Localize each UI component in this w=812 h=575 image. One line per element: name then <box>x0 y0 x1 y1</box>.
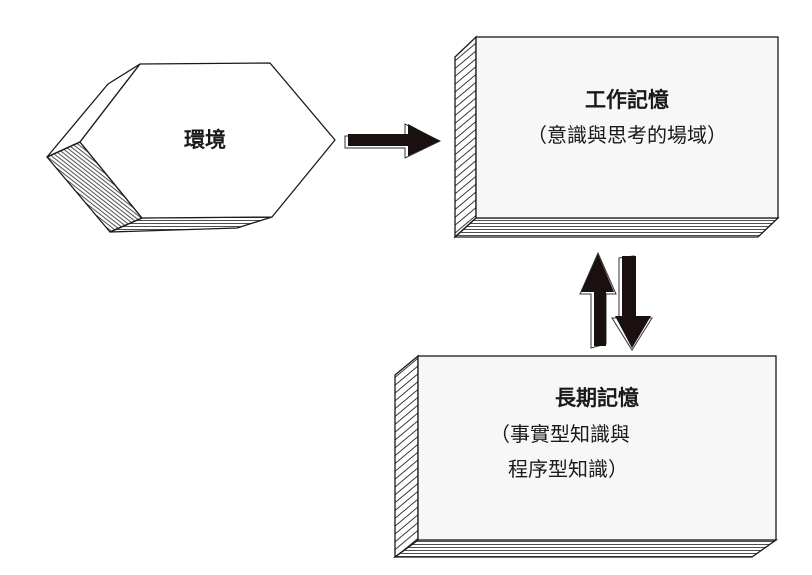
long-term-memory-subtitle-line2: 程序型知識） <box>508 457 628 481</box>
long-term-memory-box <box>393 354 779 559</box>
environment-label: 環境 <box>184 128 226 152</box>
arrow-environment-to-working-memory <box>344 123 442 159</box>
long-term-memory-subtitle-line1: （事實型知識與 <box>490 422 630 446</box>
working-memory-title: 工作記憶 <box>585 88 669 112</box>
environment-hexagon <box>46 62 336 233</box>
arrow-long-term-to-working-memory <box>579 251 617 349</box>
arrow-working-to-long-term-memory <box>611 255 653 351</box>
working-memory-subtitle: （意識與思考的場域） <box>527 123 727 147</box>
long-term-memory-title: 長期記憶 <box>555 386 639 410</box>
working-memory-box <box>453 35 780 239</box>
